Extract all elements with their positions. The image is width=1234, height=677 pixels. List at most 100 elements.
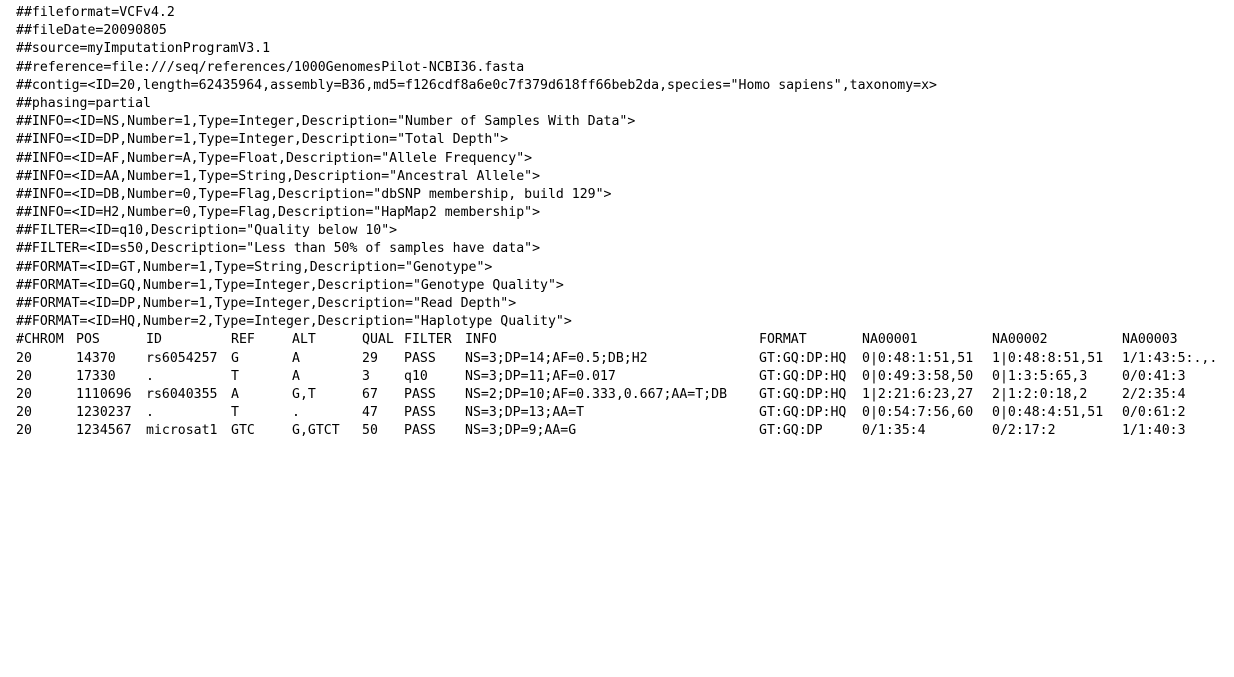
cell-info: NS=2;DP=10;AF=0.333,0.667;AA=T;DB [465,386,728,402]
cell-id: rs6054257 [146,350,218,366]
cell-filter: PASS [404,405,436,421]
meta-line-info-ns: ##INFO=<ID=NS,Number=1,Type=Integer,Desc… [16,114,636,130]
cell-na00003: 0/0:41:3 [1122,368,1186,384]
meta-line-phasing: ##phasing=partial [16,95,151,111]
variant-table: #CHROM POS ID REF ALT QUAL FILTER INFO F… [16,331,1228,440]
column-header-ref: REF [231,332,255,348]
cell-ref: T [231,405,239,421]
cell-chrom: 20 [16,386,32,402]
cell-pos: 1234567 [76,423,132,439]
column-header-na00001: NA00001 [862,332,918,348]
cell-na00002: 1|0:48:8:51,51 [992,350,1104,366]
cell-na00002: 0/2:17:2 [992,423,1056,439]
cell-qual: 3 [362,368,370,384]
cell-na00002: 0|0:48:4:51,51 [992,405,1104,421]
cell-id: . [146,405,154,421]
cell-info: NS=3;DP=9;AA=G [465,423,577,439]
meta-line-format-dp: ##FORMAT=<ID=DP,Number=1,Type=Integer,De… [16,296,517,311]
cell-na00003: 0/0:61:2 [1122,405,1186,421]
cell-id: microsat1 [146,423,218,439]
cell-na00002: 0|1:3:5:65,3 [992,368,1088,384]
cell-na00001: 0/1:35:4 [862,423,926,439]
meta-line-info-aa: ##INFO=<ID=AA,Number=1,Type=String,Descr… [16,168,541,184]
column-header-chrom: #CHROM [16,332,64,348]
meta-line-fileformat: ##fileformat=VCFv4.2 [16,5,175,20]
cell-format: GT:GQ:DP:HQ [759,405,847,421]
cell-chrom: 20 [16,350,32,366]
meta-line-contig: ##contig=<ID=20,length=62435964,assembly… [16,77,937,93]
meta-header-block: ##fileformat=VCFv4.2 ##fileDate=20090805… [16,4,1228,331]
cell-pos: 1230237 [76,405,132,421]
table-row: 20 17330 . T A 3 q10 NS=3;DP=11;AF=0.017… [16,368,1228,386]
cell-pos: 14370 [76,350,116,366]
meta-line-format-gq: ##FORMAT=<ID=GQ,Number=1,Type=Integer,De… [16,277,564,293]
cell-ref: G [231,350,239,366]
cell-alt: G,T [292,386,316,402]
cell-ref: GTC [231,423,255,439]
column-header-qual: QUAL [362,332,394,348]
cell-na00003: 1/1:40:3 [1122,423,1186,439]
cell-format: GT:GQ:DP [759,423,823,439]
column-header-id: ID [146,332,162,348]
vcf-file-content: ##fileformat=VCFv4.2 ##fileDate=20090805… [16,4,1228,441]
cell-ref: T [231,368,239,384]
cell-na00003: 1/1:43:5:.,. [1122,350,1218,366]
meta-line-format-hq: ##FORMAT=<ID=HQ,Number=2,Type=Integer,De… [16,314,572,330]
cell-pos: 1110696 [76,386,132,402]
column-header-na00003: NA00003 [1122,332,1178,348]
cell-qual: 50 [362,423,378,439]
column-header-pos: POS [76,332,100,348]
cell-pos: 17330 [76,368,116,384]
column-header-na00002: NA00002 [992,332,1048,348]
meta-line-info-af: ##INFO=<ID=AF,Number=A,Type=Float,Descri… [16,150,533,166]
cell-alt: . [292,405,300,421]
table-row: 20 1110696 rs6040355 A G,T 67 PASS NS=2;… [16,386,1228,404]
table-row: 20 1230237 . T . 47 PASS NS=3;DP=13;AA=T… [16,404,1228,422]
cell-na00002: 2|1:2:0:18,2 [992,386,1088,402]
column-header-info: INFO [465,332,497,348]
cell-qual: 47 [362,405,378,421]
meta-line-filter-s50: ##FILTER=<ID=s50,Description="Less than … [16,241,541,257]
cell-na00001: 0|0:49:3:58,50 [862,368,974,384]
meta-line-source: ##source=myImputationProgramV3.1 [16,41,271,57]
cell-na00001: 1|2:21:6:23,27 [862,386,974,402]
cell-chrom: 20 [16,368,32,384]
cell-alt: G,GTCT [292,423,340,439]
cell-filter: q10 [404,368,428,384]
cell-format: GT:GQ:DP:HQ [759,350,847,366]
cell-id: . [146,368,154,384]
cell-chrom: 20 [16,423,32,439]
cell-na00001: 0|0:48:1:51,51 [862,350,974,366]
cell-qual: 29 [362,350,378,366]
table-header-row: #CHROM POS ID REF ALT QUAL FILTER INFO F… [16,331,1228,349]
table-row: 20 1234567 microsat1 GTC G,GTCT 50 PASS … [16,422,1228,440]
cell-chrom: 20 [16,405,32,421]
cell-format: GT:GQ:DP:HQ [759,368,847,384]
meta-line-filter-q10: ##FILTER=<ID=q10,Description="Quality be… [16,223,398,239]
cell-info: NS=3;DP=11;AF=0.017 [465,368,616,384]
table-row: 20 14370 rs6054257 G A 29 PASS NS=3;DP=1… [16,350,1228,368]
cell-na00001: 0|0:54:7:56,60 [862,405,974,421]
cell-alt: A [292,350,300,366]
meta-line-info-h2: ##INFO=<ID=H2,Number=0,Type=Flag,Descrip… [16,205,541,221]
cell-format: GT:GQ:DP:HQ [759,386,847,402]
cell-ref: A [231,386,239,402]
cell-info: NS=3;DP=14;AF=0.5;DB;H2 [465,350,648,366]
meta-line-format-gt: ##FORMAT=<ID=GT,Number=1,Type=String,Des… [16,259,493,275]
cell-qual: 67 [362,386,378,402]
column-header-format: FORMAT [759,332,807,348]
cell-alt: A [292,368,300,384]
cell-filter: PASS [404,350,436,366]
cell-info: NS=3;DP=13;AA=T [465,405,585,421]
meta-line-filedate: ##fileDate=20090805 [16,23,167,39]
cell-filter: PASS [404,386,436,402]
column-header-filter: FILTER [404,332,452,348]
cell-filter: PASS [404,423,436,439]
meta-line-info-db: ##INFO=<ID=DB,Number=0,Type=Flag,Descrip… [16,186,612,202]
cell-na00003: 2/2:35:4 [1122,386,1186,402]
meta-line-info-dp: ##INFO=<ID=DP,Number=1,Type=Integer,Desc… [16,132,509,148]
vcf-document-page: { "meta_lines": [ "##fileformat=VCFv4.2"… [16,4,1228,441]
cell-id: rs6040355 [146,386,218,402]
meta-line-reference: ##reference=file:///seq/references/1000G… [16,59,525,75]
column-header-alt: ALT [292,332,316,348]
